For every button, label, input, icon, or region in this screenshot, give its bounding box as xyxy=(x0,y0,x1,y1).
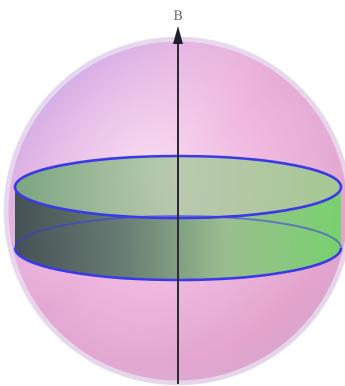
axis-label: B xyxy=(173,9,183,24)
axis-arrowhead-icon xyxy=(173,26,183,44)
